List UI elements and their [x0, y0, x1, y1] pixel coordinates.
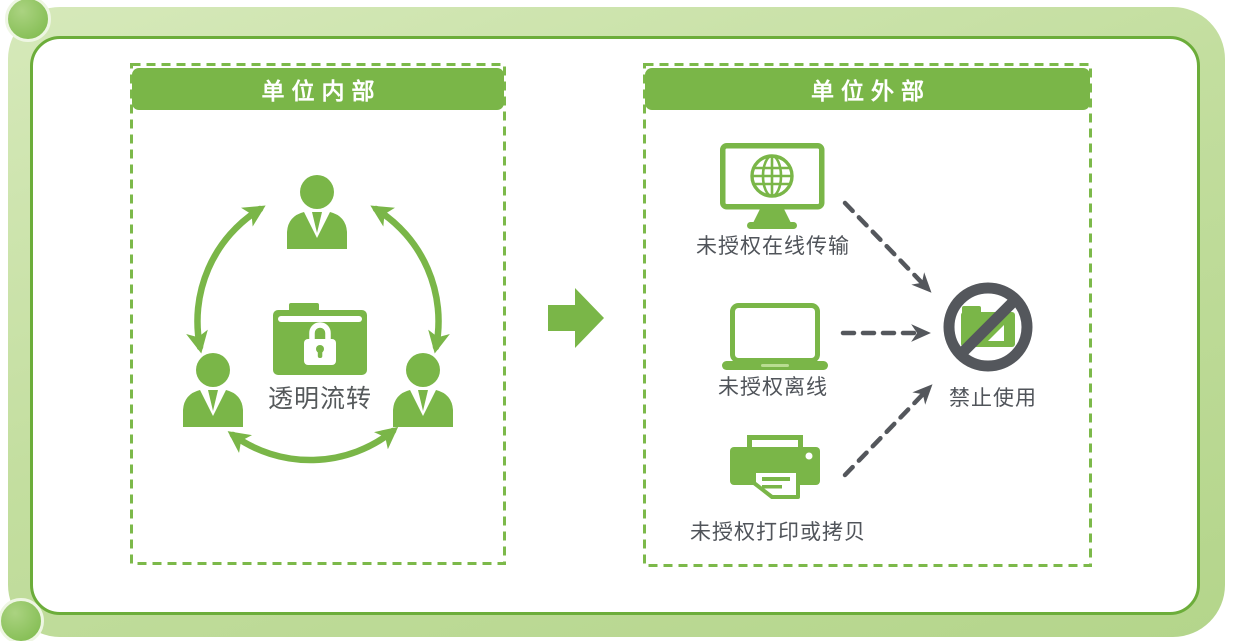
print-copy-label: 未授权打印或拷贝: [690, 521, 866, 544]
right-block-arrow-icon: [548, 288, 604, 348]
no-entry-folder-icon: [943, 282, 1033, 372]
leak-arrows: [840, 200, 933, 478]
external-zone-art: [643, 63, 1092, 567]
transparent-flow-label: 透明流转: [267, 385, 372, 413]
internal-zone-title: 单位内部: [261, 78, 382, 104]
internal-zone-panel: 单位内部 透明流转: [130, 63, 506, 565]
user-icon: [287, 175, 347, 249]
external-zone-title: 单位外部: [811, 78, 931, 104]
dashed-arrow-online: [842, 200, 932, 293]
forbidden-use-label: 禁止使用: [949, 387, 1037, 410]
external-zone-header: 单位外部: [645, 68, 1090, 110]
offline-label: 未授权离线: [718, 376, 828, 399]
external-zone-panel: 单位外部 未授权在线传输 未授权离线 未授权打印或拷贝 禁止使用: [643, 63, 1092, 567]
monitor-globe-icon: [720, 143, 825, 229]
internal-zone-art: [130, 63, 506, 565]
cycle-arrows-icon: [186, 205, 450, 464]
accent-circle-top-left: [5, 0, 51, 42]
locked-folder-icon: [273, 303, 367, 375]
accent-circle-bottom-left: [0, 598, 44, 641]
online-transfer-label: 未授权在线传输: [696, 235, 850, 258]
internal-zone-dashed-border: [130, 63, 506, 565]
external-zone-dashed-border: [643, 63, 1092, 567]
dashed-arrow-print: [842, 384, 933, 478]
internal-zone-header: 单位内部: [132, 68, 504, 110]
laptop-icon: [722, 303, 828, 370]
printer-icon: [730, 435, 820, 499]
